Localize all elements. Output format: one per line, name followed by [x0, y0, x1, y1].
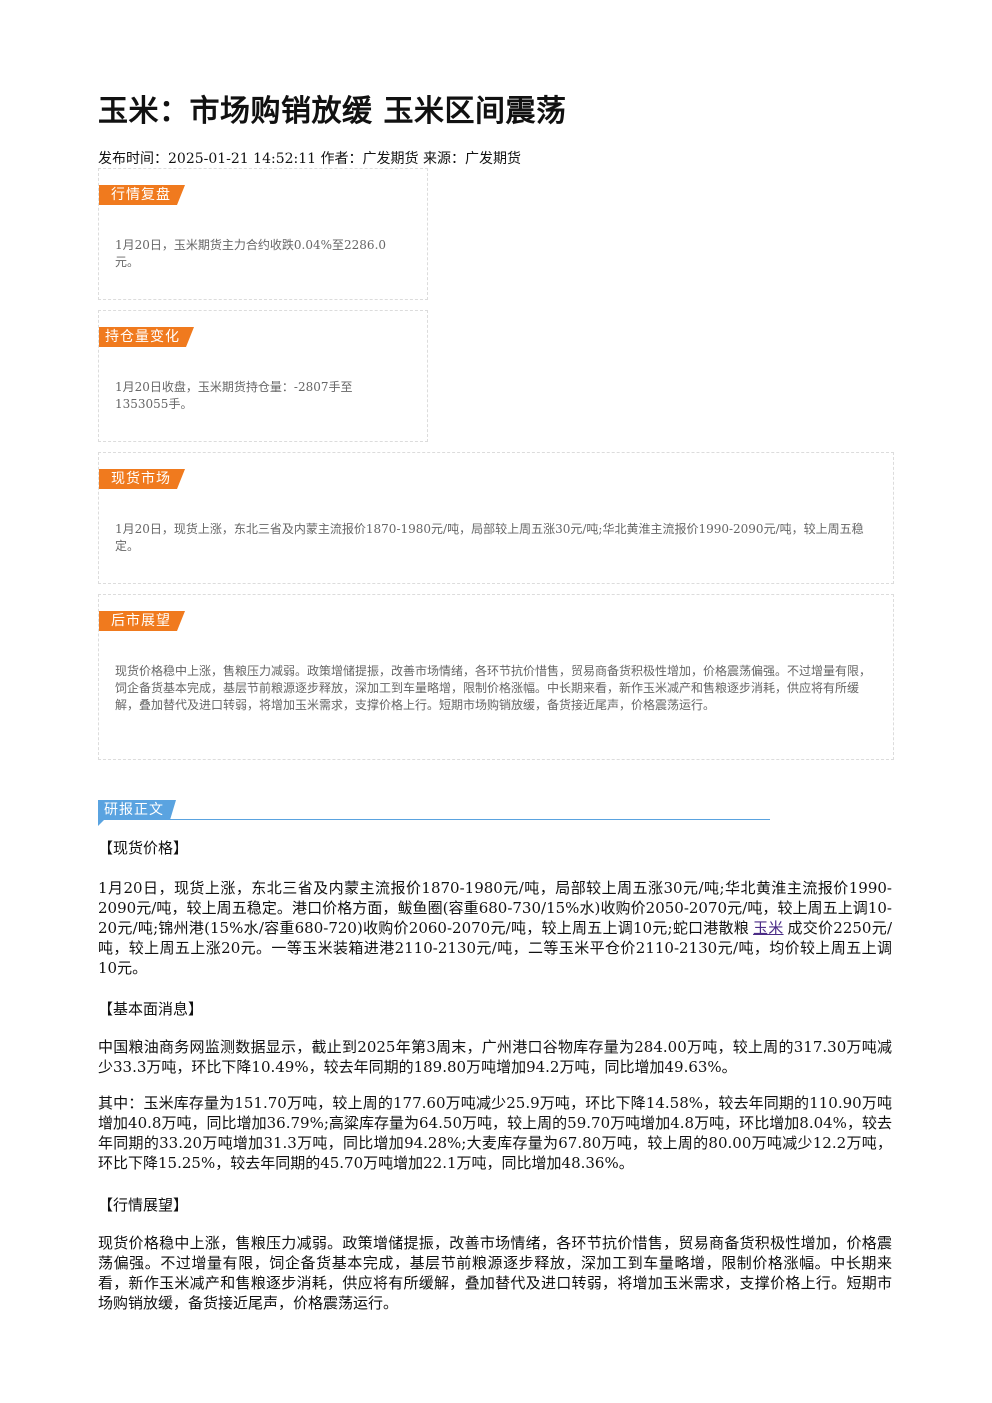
market-review-tag: 行情复盘: [99, 185, 185, 205]
page-title: 玉米：市场购销放缓 玉米区间震荡: [98, 94, 567, 129]
outlook-tag: 后市展望: [99, 611, 185, 631]
outlook-box: 后市展望 现货价格稳中上涨，售粮压力减弱。政策增储提振，改善市场情绪，各环节抗价…: [98, 594, 894, 760]
report-corner-mark: [98, 820, 104, 826]
open-interest-box: 持仓量变化 1月20日收盘，玉米期货持仓量：-2807手至1353055手。: [98, 310, 428, 442]
outlook-text: 现货价格稳中上涨，售粮压力减弱。政策增储提振，改善市场情绪，各环节抗价惜售，贸易…: [115, 664, 872, 712]
spot-market-text: 1月20日，现货上涨，东北三省及内蒙主流报价1870-1980元/吨，局部较上周…: [115, 522, 864, 553]
corn-keyword-link[interactable]: 玉米: [753, 919, 784, 937]
paragraph-outlook: 现货价格稳中上涨，售粮压力减弱。政策增储提振，改善市场情绪，各环节抗价惜售，贸易…: [98, 1234, 892, 1312]
paragraph-fundamentals-2: 其中：玉米库存量为151.70万吨，较上周的177.60万吨减少25.9万吨，环…: [98, 1094, 892, 1172]
report-tag: 研报正文: [98, 800, 176, 820]
report-header: 研报正文: [98, 800, 770, 826]
paragraph-spot-price-part1: 1月20日，现货上涨，东北三省及内蒙主流报价1870-1980元/吨，局部较上周…: [98, 879, 892, 937]
spot-market-box: 现货市场 1月20日，现货上涨，东北三省及内蒙主流报价1870-1980元/吨，…: [98, 452, 894, 584]
section-heading-outlook: 【行情展望】: [98, 1196, 189, 1214]
market-review-box: 行情复盘 1月20日，玉米期货主力合约收跌0.04%至2286.0元。: [98, 168, 428, 300]
open-interest-text: 1月20日收盘，玉米期货持仓量：-2807手至1353055手。: [115, 380, 353, 411]
report-divider: [98, 819, 770, 820]
section-heading-fundamentals: 【基本面消息】: [98, 1000, 204, 1018]
market-review-text: 1月20日，玉米期货主力合约收跌0.04%至2286.0元。: [115, 238, 387, 269]
paragraph-spot-price-part2: 成交价2250元/吨，较上周五上涨20元。一等玉米装箱进港2110-2130元/…: [98, 919, 892, 977]
article-meta: 发布时间：2025-01-21 14:52:11 作者：广发期货 来源：广发期货: [98, 151, 521, 167]
section-heading-spot-price: 【现货价格】: [98, 839, 189, 857]
open-interest-tag: 持仓量变化: [99, 327, 194, 347]
paragraph-spot-price: 1月20日，现货上涨，东北三省及内蒙主流报价1870-1980元/吨，局部较上周…: [98, 878, 892, 978]
paragraph-fundamentals-1: 中国粮油商务网监测数据显示，截止到2025年第3周末，广州港口谷物库存量为284…: [98, 1038, 892, 1076]
spot-market-tag: 现货市场: [99, 469, 185, 489]
